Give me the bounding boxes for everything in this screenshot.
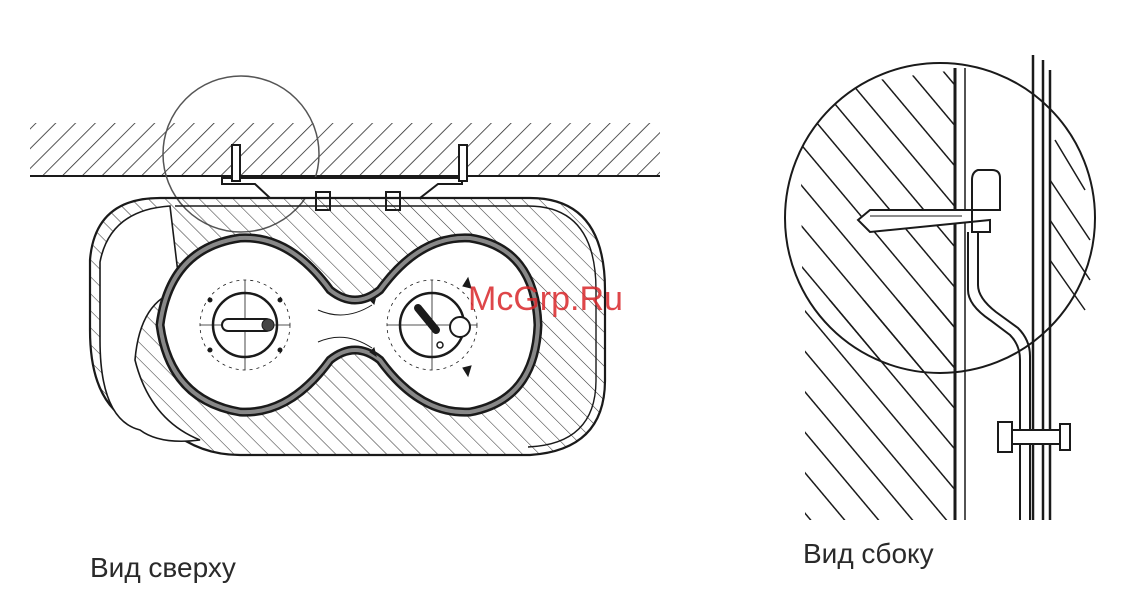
side-view bbox=[785, 55, 1095, 520]
caption-side-view: Вид сбоку bbox=[803, 538, 934, 570]
watermark: McGrp.Ru bbox=[468, 280, 623, 319]
side-bracket bbox=[968, 232, 1030, 520]
wall-top-view bbox=[30, 123, 660, 175]
caption-top-view: Вид сверху bbox=[90, 552, 236, 584]
wall-side-view bbox=[800, 68, 965, 520]
top-view bbox=[30, 76, 660, 455]
